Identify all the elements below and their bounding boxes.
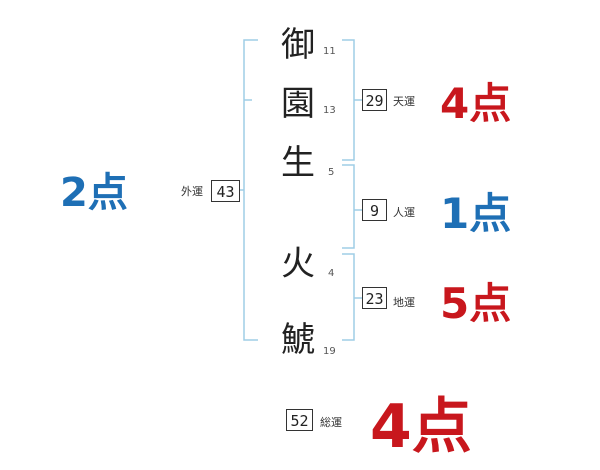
chiun-bracket xyxy=(342,253,355,341)
stroke-count-4: 4 xyxy=(328,268,335,279)
gaiun-score: 2点 xyxy=(60,170,128,216)
tenun-score: 4点 xyxy=(440,79,512,128)
tenun-bracket xyxy=(342,39,355,161)
chiun-label: 地運 xyxy=(393,296,415,309)
stroke-count-3: 5 xyxy=(328,167,335,178)
stroke-count-1: 11 xyxy=(323,46,336,57)
name-char-5: 鯱 xyxy=(281,320,315,360)
name-char-1: 御 xyxy=(281,25,315,65)
gaiun-value-box: 43 xyxy=(211,180,240,202)
chiun-score: 5点 xyxy=(440,279,512,328)
souun-score: 4点 xyxy=(370,392,472,462)
stroke-count-5: 19 xyxy=(323,346,336,357)
chiun-value-box: 23 xyxy=(362,287,387,309)
name-char-2: 園 xyxy=(281,84,315,124)
gaiun-label: 外運 xyxy=(181,185,203,198)
outer-bracket-left xyxy=(243,39,258,341)
jinun-score: 1点 xyxy=(440,189,512,238)
souun-label: 総運 xyxy=(320,416,342,429)
tenun-label: 天運 xyxy=(393,95,415,108)
jinun-value-box: 9 xyxy=(362,199,387,221)
name-char-3: 生 xyxy=(281,143,315,183)
name-char-4: 火 xyxy=(281,244,315,284)
souun-value-box: 52 xyxy=(286,409,313,431)
jinun-bracket xyxy=(342,164,355,249)
tenun-value-box: 29 xyxy=(362,89,387,111)
jinun-label: 人運 xyxy=(393,206,415,219)
stroke-count-2: 13 xyxy=(323,105,336,116)
